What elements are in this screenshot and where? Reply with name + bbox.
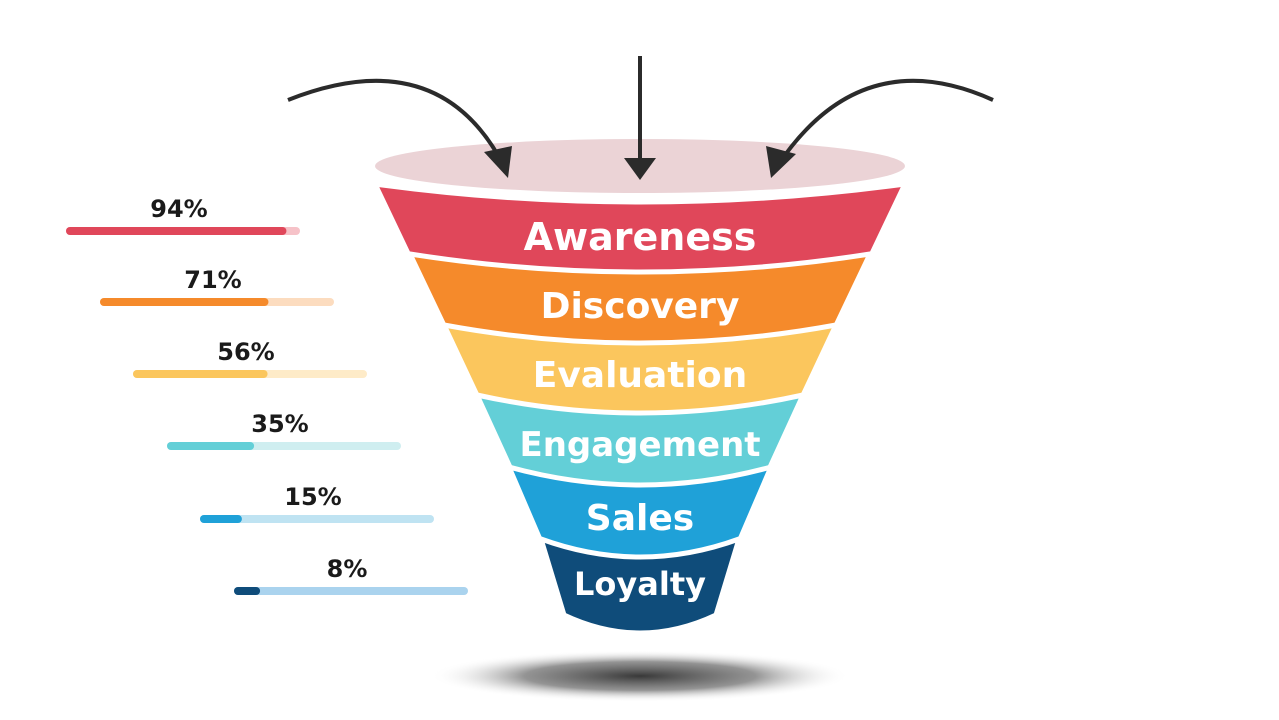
incoming-arrows [287, 56, 994, 180]
percent-label: 71% [184, 266, 241, 294]
funnel-bands [372, 181, 908, 636]
stage-label-loyalty: Loyalty [574, 565, 706, 603]
funnel-shadow [430, 650, 850, 702]
stage-label-evaluation: Evaluation [533, 355, 748, 396]
percent-label: 35% [251, 410, 308, 438]
right-arrow-head-icon [766, 146, 796, 178]
stage-label-engagement: Engagement [519, 425, 760, 465]
percentage-bars: 94% 71% 56% 35% 15% 8% [66, 195, 468, 595]
stage-label-discovery: Discovery [541, 286, 740, 327]
percent-label: 56% [217, 338, 274, 366]
funnel-labels: AwarenessDiscoveryEvaluationEngagementSa… [519, 215, 760, 603]
percent-label: 8% [327, 555, 368, 583]
left-arrow-head-icon [484, 146, 512, 178]
funnel-band-loyalty [538, 536, 742, 636]
center-arrow-head-icon [624, 158, 656, 180]
stage-label-sales: Sales [586, 498, 694, 539]
right-arrow-icon [774, 78, 994, 170]
left-arrow-icon [287, 78, 507, 169]
percent-label: 94% [150, 195, 207, 223]
stage-label-awareness: Awareness [524, 215, 757, 259]
percent-label: 15% [284, 483, 341, 511]
